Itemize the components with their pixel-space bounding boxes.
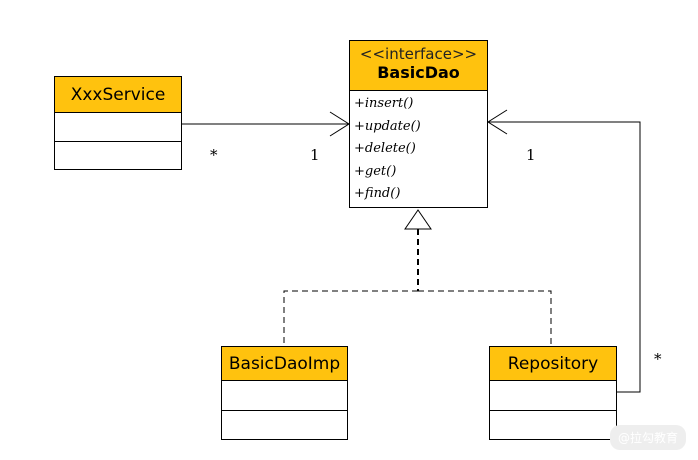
class-xxx-service[interactable]: XxxService [54, 76, 182, 170]
method-update: +update() [354, 118, 421, 134]
operations-compartment: +insert() +update() +delete() +get() +fi… [350, 91, 487, 206]
interface-name: BasicDao [377, 63, 460, 82]
class-repository[interactable]: Repository [489, 346, 617, 440]
method-get: +get() [354, 163, 397, 179]
association-line-repository [488, 121, 641, 393]
class-name: BasicDaoImp [228, 354, 341, 374]
attributes-compartment [55, 113, 181, 142]
interface-stereotype: <<interface>> [359, 45, 478, 63]
multiplicity-dao-end-repository: 1 [526, 146, 536, 164]
class-name: Repository [507, 354, 599, 374]
interface-header: <<interface>> BasicDao [350, 41, 487, 91]
operations-compartment [490, 411, 616, 439]
method-insert: +insert() [354, 96, 414, 111]
multiplicity-service-end: * [210, 146, 218, 164]
watermark: @拉勾教育 [609, 425, 686, 450]
attributes-compartment [222, 381, 347, 411]
realization-triangle-icon [404, 209, 432, 230]
class-name: XxxService [70, 85, 166, 105]
realization-branch-left [283, 290, 418, 346]
multiplicity-repository-end: * [654, 350, 662, 368]
class-basic-dao-imp[interactable]: BasicDaoImp [221, 346, 348, 440]
class-header: Repository [490, 347, 616, 381]
interface-basic-dao[interactable]: <<interface>> BasicDao +insert() +update… [349, 40, 488, 208]
operations-compartment [55, 142, 181, 169]
method-delete: +delete() [354, 141, 416, 156]
realization-branch-right [418, 290, 552, 346]
class-header: XxxService [55, 77, 181, 113]
association-arrowhead-repository [487, 109, 508, 135]
operations-compartment [222, 411, 347, 439]
class-header: BasicDaoImp [222, 347, 347, 381]
method-find: +find() [354, 186, 401, 201]
attributes-compartment [490, 381, 616, 411]
multiplicity-dao-end-service: 1 [310, 146, 320, 164]
